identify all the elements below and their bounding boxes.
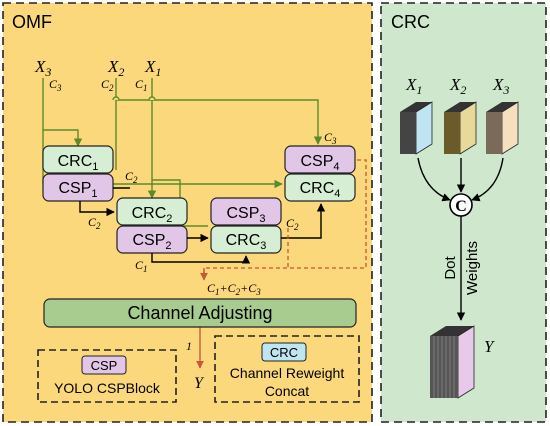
label-sum-channels: C1+C2+C3 bbox=[207, 281, 261, 297]
svg-text:CSP4: CSP4 bbox=[300, 153, 339, 173]
crc2-block: CRC2 bbox=[116, 197, 188, 226]
svg-text:CRC3: CRC3 bbox=[226, 232, 267, 252]
svg-text:X3: X3 bbox=[34, 57, 51, 79]
label-c2-c: C2 bbox=[286, 216, 299, 232]
crc4-block: CRC4 bbox=[284, 173, 356, 202]
adjust-out-channels: 1 bbox=[186, 339, 192, 353]
svg-text:CSP2: CSP2 bbox=[132, 232, 171, 252]
svg-text:YOLO CSPBlock: YOLO CSPBlock bbox=[54, 380, 161, 396]
crc1-block: CRC1 bbox=[42, 145, 114, 174]
concat-symbol: C bbox=[449, 193, 473, 217]
label-c1: C1 bbox=[135, 258, 148, 274]
concat-input-arrows bbox=[417, 157, 504, 202]
svg-text:C3: C3 bbox=[49, 77, 62, 93]
op-weights-label: Weights bbox=[464, 241, 481, 295]
feature-cube-x2 bbox=[444, 101, 477, 155]
crc-input-x2: X2 bbox=[449, 75, 466, 97]
csp2-block: CSP2 bbox=[116, 225, 188, 254]
svg-text:C2: C2 bbox=[101, 77, 114, 93]
crc-output-y: Y bbox=[484, 337, 495, 356]
svg-text:CRC: CRC bbox=[270, 345, 298, 360]
label-c3: C3 bbox=[324, 130, 337, 146]
svg-text:CRC4: CRC4 bbox=[300, 180, 341, 200]
svg-text:X2: X2 bbox=[107, 57, 124, 79]
crc-title: CRC bbox=[391, 12, 430, 32]
legend-crc: CRC Channel Reweight Concat bbox=[214, 335, 360, 403]
red-dashed-lines bbox=[196, 159, 367, 369]
omf-title: OMF bbox=[12, 12, 52, 32]
svg-text:C1: C1 bbox=[135, 77, 148, 93]
svg-text:C: C bbox=[455, 198, 467, 215]
op-dot-label: Dot bbox=[442, 255, 459, 279]
svg-text:CSP3: CSP3 bbox=[226, 205, 265, 225]
crc-input-x3: X3 bbox=[492, 75, 509, 97]
crc-input-x1: X1 bbox=[405, 75, 422, 97]
feature-cube-x3 bbox=[486, 101, 519, 155]
omf-input-x2: X2 C2 bbox=[101, 57, 124, 93]
omf-output-y: Y bbox=[194, 375, 205, 392]
black-flow-lines bbox=[79, 187, 326, 264]
svg-text:CSP: CSP bbox=[91, 358, 118, 373]
svg-text:CRC1: CRC1 bbox=[58, 153, 99, 173]
legend-csp: CSP YOLO CSPBlock bbox=[37, 349, 177, 403]
line-hop-2 bbox=[148, 96, 156, 101]
output-feature-stack bbox=[430, 325, 475, 399]
label-c2-b: C2 bbox=[88, 215, 101, 231]
svg-text:X1: X1 bbox=[144, 57, 161, 79]
svg-text:CSP1: CSP1 bbox=[58, 180, 97, 200]
csp1-block: CSP1 bbox=[42, 173, 114, 202]
feature-cube-x1 bbox=[400, 101, 433, 155]
crc3-block: CRC3 bbox=[210, 225, 282, 254]
svg-text:Concat: Concat bbox=[265, 383, 309, 399]
omf-input-x1: X1 C1 bbox=[135, 57, 161, 93]
svg-text:Channel Reweight: Channel Reweight bbox=[230, 365, 345, 381]
csp4-block: CSP4 bbox=[284, 145, 356, 174]
svg-text:Channel Adjusting: Channel Adjusting bbox=[127, 303, 272, 323]
channel-adjusting-block: Channel Adjusting bbox=[43, 298, 357, 328]
omf-input-x3: X3 C3 bbox=[34, 57, 62, 93]
label-c2-a: C2 bbox=[125, 169, 138, 185]
csp3-block: CSP3 bbox=[210, 197, 282, 226]
line-hop-1 bbox=[112, 96, 120, 101]
svg-text:CRC2: CRC2 bbox=[132, 205, 173, 225]
